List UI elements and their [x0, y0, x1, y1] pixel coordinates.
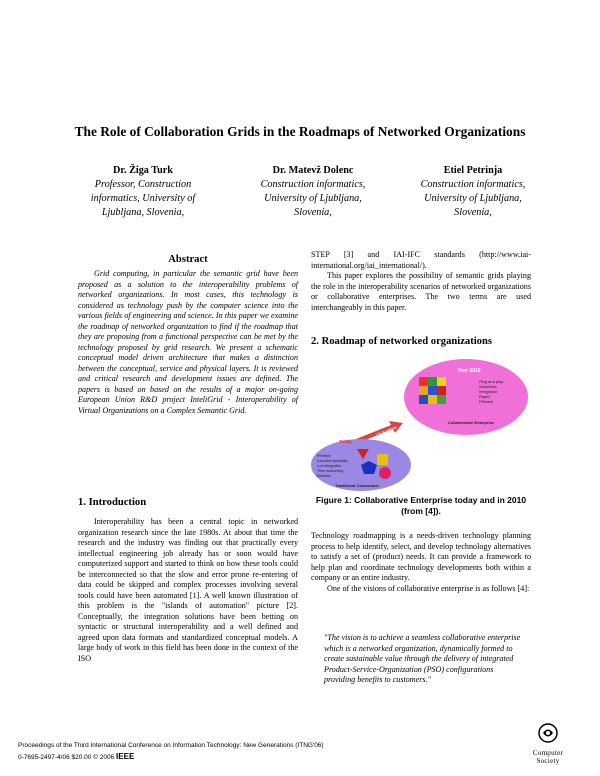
logo-text-society: Society [536, 757, 560, 765]
roadmap-text: Technology roadmapping is a needs-driven… [311, 531, 531, 594]
continued-text: STEP [3] and IAI-IFC standards (http://w… [311, 250, 531, 313]
future-caption: Collaborative Enterprise [448, 420, 495, 425]
ieee-logo: IEEE [116, 752, 135, 761]
future-item: Seamless [479, 384, 497, 389]
shape-triangle [357, 449, 369, 459]
today-item: Primitive [317, 454, 331, 458]
roadmap-paragraph: Technology roadmapping is a needs-driven… [311, 531, 531, 582]
author-affiliation-line: Slovenia, [294, 207, 332, 218]
today-item: Low integration [317, 464, 341, 468]
abstract-text: Grid computing, in particular the semant… [78, 269, 298, 416]
collaborative-enterprise-figure: Year 2010 Plug and play Seamless Integra… [311, 359, 528, 491]
author-affiliation-line: informatics, University of [90, 193, 196, 204]
puzzle-piece [437, 395, 446, 404]
future-item: Integrated [479, 389, 497, 394]
puzzle-piece [419, 386, 428, 395]
today-item: Time consuming [317, 469, 343, 473]
author-name: Dr. Matevž Dolenc [272, 165, 354, 176]
author-name: Dr. Žiga Turk [113, 165, 173, 176]
puzzle-piece [419, 395, 428, 404]
author-affiliation-line: Construction informatics, [260, 179, 366, 190]
copyright-line: 0-7695-2497-4/06 $20.00 © 2006 IEEE [18, 751, 324, 763]
computer-society-logo: Computer Society [518, 722, 578, 774]
puzzle-piece [428, 377, 437, 386]
year-label: Year 2010 [457, 368, 480, 374]
figure-caption: Figure 1: Collaborative Enterprise today… [315, 495, 527, 516]
author-affiliation-line: University of Ljubljana, [264, 193, 362, 204]
author-affiliation-line: Professor, Construction [94, 179, 192, 190]
roadmap-heading: 2. Roadmap of networked organizations [311, 336, 492, 347]
introduction-heading: 1. Introduction [78, 497, 147, 508]
abstract-heading: Abstract [168, 254, 208, 265]
computer-society-emblem-icon [538, 723, 558, 743]
roadmap-paragraph: One of the visions of collaborative ente… [327, 583, 530, 593]
puzzle-piece [428, 386, 437, 395]
introduction-text: Interoperability has been a central topi… [78, 517, 298, 664]
scope-paragraph: This paper explores the possibility of s… [311, 271, 531, 312]
shape-square [377, 454, 388, 465]
arrow-label: CE Roadmap [376, 425, 398, 437]
today-caption: Traditional Consortium [335, 483, 379, 488]
puzzle-piece [437, 386, 446, 395]
roadmap-arrow [351, 421, 403, 445]
future-item: Efficient [479, 399, 494, 404]
logo-text-computer: Computer [532, 749, 564, 757]
today-item: Wasteful [317, 474, 331, 478]
shape-pentagon [361, 461, 377, 474]
today-item: Low interoperability [317, 459, 348, 463]
continuation-paragraph: STEP [3] and IAI-IFC standards (http://w… [311, 250, 531, 270]
author-block-2: Dr. Matevž Dolenc Construction informati… [238, 164, 388, 220]
introduction-paragraph: Interoperability has been a central topi… [78, 517, 298, 663]
shape-circle [379, 467, 391, 479]
page-footer: Proceedings of the Third International C… [18, 740, 324, 763]
future-item: Plug and play [479, 379, 503, 384]
author-name: Etiel Petrinja [443, 165, 503, 176]
puzzle-piece [419, 377, 428, 386]
vision-quote: "The vision is to achieve a seamless col… [324, 633, 521, 685]
author-affiliation-line: Ljubljana, Slovenia, [101, 207, 185, 218]
today-label: Today [339, 439, 352, 444]
price-copyright: 0-7695-2497-4/06 $20.00 © 2006 [18, 754, 115, 761]
author-block-3: Etiel Petrinja Construction informatics,… [393, 164, 553, 220]
abstract-paragraph: Grid computing, in particular the semant… [78, 269, 298, 415]
author-affiliation-line: University of Ljubljana, [424, 193, 522, 204]
puzzle-piece [428, 395, 437, 404]
paper-title: The Role of Collaboration Grids in the R… [74, 124, 526, 139]
author-affiliation-line: Slovenia, [454, 207, 492, 218]
future-item: Rapid [479, 394, 489, 399]
author-affiliation-line: Construction informatics, [420, 179, 526, 190]
puzzle-piece [437, 377, 446, 386]
author-block-1: Dr. Žiga Turk Professor, Construction in… [68, 164, 218, 220]
proceedings-line: Proceedings of the Third International C… [18, 742, 324, 749]
